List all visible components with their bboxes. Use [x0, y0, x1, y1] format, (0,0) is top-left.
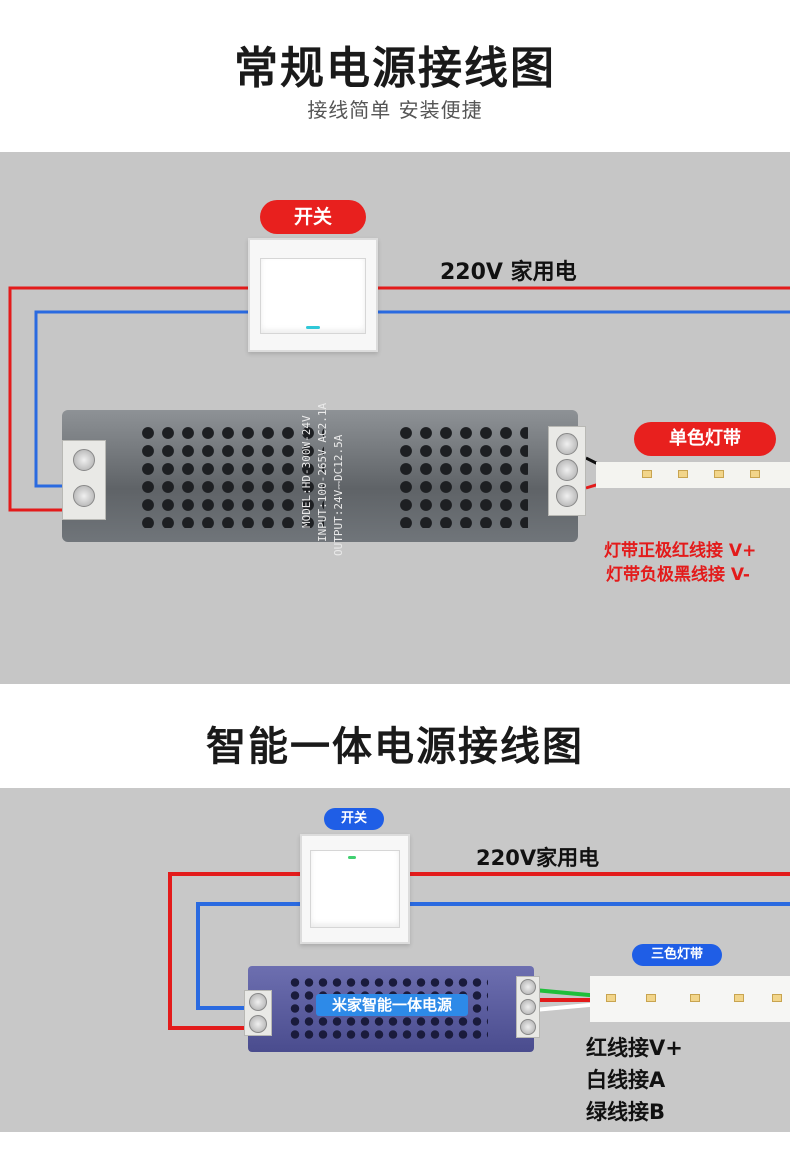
s2-strip-label: 三色灯带	[632, 944, 722, 966]
s2-switch-indicator	[348, 856, 356, 859]
s2-blue-wire	[196, 902, 790, 1010]
s2-screw	[249, 993, 267, 1011]
s1-blue-wire	[34, 310, 790, 488]
led-chip	[678, 470, 688, 478]
s2-switch-label: 开关	[324, 808, 384, 830]
s1-note-negative: 灯带负极黑线接 V-	[606, 565, 750, 585]
s2-output-terminal	[516, 976, 540, 1038]
s2-wall-switch	[300, 834, 410, 944]
s1-led-strip	[596, 462, 790, 488]
s1-output-terminal	[548, 426, 586, 516]
s1-mains-label: 220V 家用电	[440, 260, 577, 285]
s2-note-green: 绿线接B	[586, 1100, 666, 1124]
led-chip	[642, 470, 652, 478]
s1-switch-indicator	[306, 326, 320, 329]
led-chip	[606, 994, 616, 1002]
s1-screw	[556, 485, 578, 507]
s1-red-wire	[8, 286, 248, 512]
s2-screw	[249, 1015, 267, 1033]
s1-screw	[556, 433, 578, 455]
s1-wall-switch	[248, 238, 378, 352]
s2-red-wire	[168, 872, 300, 1030]
led-chip	[734, 994, 744, 1002]
led-chip	[750, 470, 760, 478]
s1-screw	[556, 459, 578, 481]
s2-screw	[520, 979, 536, 995]
s2-led-strip	[590, 976, 790, 1022]
s2-mains-label: 220V家用电	[476, 846, 600, 870]
s1-power-supply	[62, 410, 578, 542]
s2-input-terminal	[244, 990, 272, 1036]
s1-switch-label: 开关	[260, 200, 366, 234]
led-chip	[646, 994, 656, 1002]
s1-vent-left	[138, 424, 324, 528]
s2-psu-label: 米家智能一体电源	[316, 994, 468, 1016]
s2-green-output	[533, 988, 601, 998]
s1-vent-right	[396, 424, 528, 528]
section2-title: 智能一体电源接线图	[206, 724, 584, 770]
s1-screw	[73, 485, 95, 507]
section1-title: 常规电源接线图	[234, 43, 556, 94]
s2-note-red: 红线接V+	[586, 1036, 683, 1060]
s2-note-white: 白线接A	[586, 1068, 666, 1092]
s1-strip-label: 单色灯带	[634, 422, 776, 456]
led-chip	[690, 994, 700, 1002]
s2-screw	[520, 1019, 536, 1035]
s1-switch-rocker	[260, 258, 366, 334]
s2-switch-rocker	[310, 850, 400, 928]
s1-screw	[73, 449, 95, 471]
section1-subtitle: 接线简单 安装便捷	[307, 98, 483, 122]
led-chip	[714, 470, 724, 478]
s2-white-output	[533, 1002, 601, 1012]
s1-note-positive: 灯带正极红线接 V+	[604, 541, 757, 561]
s1-input-terminal	[62, 440, 106, 520]
led-chip	[772, 994, 782, 1002]
s2-screw	[520, 999, 536, 1015]
